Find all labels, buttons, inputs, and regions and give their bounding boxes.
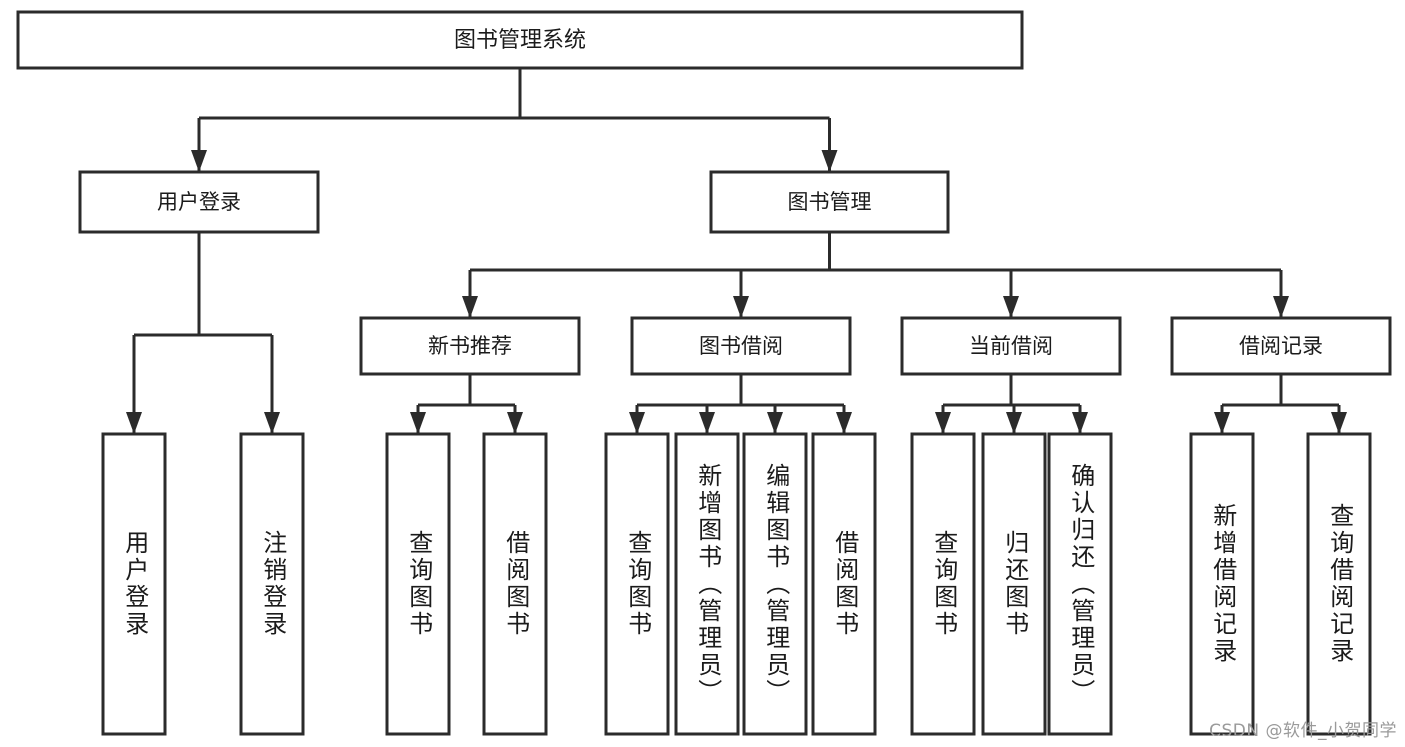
arrow-head-icon	[1003, 296, 1019, 318]
node-box[interactable]	[811, 432, 877, 736]
node-label: 用户登录	[157, 190, 241, 214]
node-box[interactable]	[604, 432, 670, 736]
node-box[interactable]	[385, 432, 451, 736]
node-box[interactable]	[1306, 432, 1372, 736]
arrow-head-icon	[1072, 412, 1088, 434]
arrow-head-icon	[836, 412, 852, 434]
node-box[interactable]	[742, 432, 808, 736]
node-box[interactable]	[900, 316, 1122, 376]
node-box[interactable]	[482, 432, 548, 736]
node-box[interactable]	[674, 432, 740, 736]
node-label: 图书管理	[788, 190, 872, 214]
level2-node-user-login[interactable]: 用户登录	[78, 170, 320, 234]
arrow-head-icon	[699, 412, 715, 434]
arrow-head-icon	[191, 150, 207, 172]
leaf-node-leaf-user-logout[interactable]	[239, 432, 305, 736]
node-box[interactable]	[239, 432, 305, 736]
level2-node-book-manage[interactable]: 图书管理	[709, 170, 950, 234]
arrow-head-icon	[1331, 412, 1347, 434]
leaf-node-leaf-query-book-1[interactable]	[385, 432, 451, 736]
arrow-head-icon	[1214, 412, 1230, 434]
leaf-node-leaf-borrow-book-1[interactable]	[482, 432, 548, 736]
arrow-head-icon	[507, 412, 523, 434]
node-box[interactable]	[1170, 316, 1392, 376]
leaf-node-leaf-add-record[interactable]	[1189, 432, 1255, 736]
node-label: 借阅记录	[1239, 334, 1323, 358]
leaf-node-leaf-add-book[interactable]	[674, 432, 740, 736]
level3-node-current-borrow[interactable]: 当前借阅	[900, 316, 1122, 376]
connectors-layer	[126, 68, 1347, 434]
leaf-node-leaf-confirm-return[interactable]	[1047, 432, 1113, 736]
arrow-head-icon	[264, 412, 280, 434]
watermark-text: CSDN @软件_小贺同学	[1209, 721, 1397, 741]
leaf-node-leaf-return-book[interactable]	[981, 432, 1047, 736]
arrow-head-icon	[935, 412, 951, 434]
root-node-root[interactable]: 图书管理系统	[16, 10, 1024, 70]
arrow-head-icon	[1006, 412, 1022, 434]
node-box[interactable]	[359, 316, 581, 376]
arrow-head-icon	[410, 412, 426, 434]
leaf-node-leaf-query-book-2[interactable]	[604, 432, 670, 736]
level3-node-book-borrow[interactable]: 图书借阅	[630, 316, 852, 376]
leaf-node-leaf-borrow-book-2[interactable]	[811, 432, 877, 736]
node-box[interactable]	[1047, 432, 1113, 736]
node-box[interactable]	[910, 432, 976, 736]
arrow-head-icon	[733, 296, 749, 318]
node-label: 图书借阅	[699, 334, 783, 358]
node-label: 图书管理系统	[454, 28, 586, 53]
node-label: 新书推荐	[428, 334, 512, 358]
level3-node-new-book-recommend[interactable]: 新书推荐	[359, 316, 581, 376]
arrow-head-icon	[126, 412, 142, 434]
node-box[interactable]	[630, 316, 852, 376]
leaf-node-leaf-user-login[interactable]	[101, 432, 167, 736]
node-box[interactable]	[16, 10, 1024, 70]
node-box[interactable]	[101, 432, 167, 736]
node-box[interactable]	[981, 432, 1047, 736]
leaf-node-leaf-query-book-3[interactable]	[910, 432, 976, 736]
node-box[interactable]	[709, 170, 950, 234]
arrow-head-icon	[1273, 296, 1289, 318]
node-box[interactable]	[1189, 432, 1255, 736]
arrow-head-icon	[462, 296, 478, 318]
node-label: 当前借阅	[969, 334, 1053, 358]
arrow-head-icon	[629, 412, 645, 434]
arrow-head-icon	[767, 412, 783, 434]
arrow-head-icon	[821, 150, 838, 172]
leaf-node-leaf-query-record[interactable]	[1306, 432, 1372, 736]
level3-node-borrow-record[interactable]: 借阅记录	[1170, 316, 1392, 376]
leaf-node-leaf-edit-book[interactable]	[742, 432, 808, 736]
node-box[interactable]	[78, 170, 320, 234]
